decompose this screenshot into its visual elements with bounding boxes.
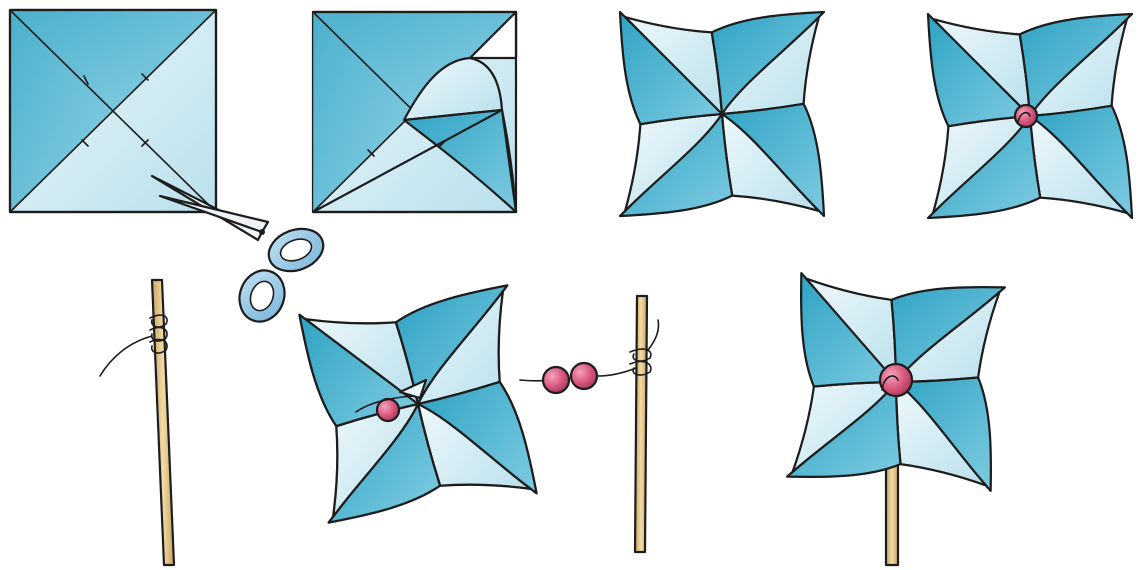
step-5-stick-with-wire — [100, 280, 174, 565]
step-6-threading-beads-onto-wire — [299, 285, 658, 552]
step-4-pinwheel-with-bead — [928, 14, 1132, 218]
step-1-square-paper — [10, 10, 216, 212]
step-3-all-corners-folded — [620, 12, 824, 216]
step-7-finished-pinwheel — [787, 273, 1005, 565]
step-2-one-corner-folded — [313, 12, 516, 212]
